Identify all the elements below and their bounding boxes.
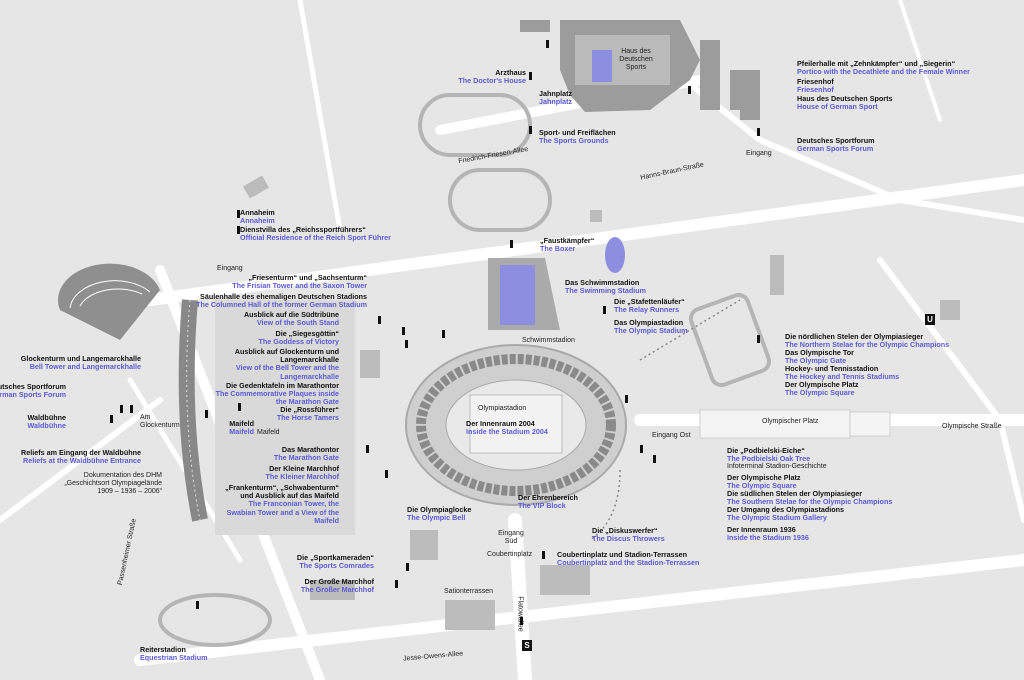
- schwimmstadion-label: Schwimmstadion: [522, 337, 575, 344]
- map-marker[interactable]: [378, 316, 381, 324]
- infoterminal-label: Infoterminal Stadion-Geschichte: [727, 463, 827, 470]
- eingang-west-label: Eingang: [217, 265, 243, 272]
- map-marker[interactable]: [510, 240, 513, 248]
- map-marker[interactable]: [625, 395, 628, 403]
- map-marker[interactable]: [757, 335, 760, 343]
- poi-faustkaempfer[interactable]: „Faustkämpfer“The Boxer: [540, 236, 595, 254]
- map-marker[interactable]: [402, 327, 405, 335]
- eingang-ost-label: Eingang Ost: [652, 432, 691, 439]
- poi-sportkameraden[interactable]: Die „Sportkameraden“The Sports Comrades: [296, 553, 374, 571]
- sationterrassen-label: Sationterrassen: [444, 588, 494, 595]
- map-marker[interactable]: [238, 403, 241, 411]
- map-marker[interactable]: [520, 617, 523, 625]
- map-marker[interactable]: [395, 580, 398, 588]
- map-marker[interactable]: [653, 455, 656, 463]
- map-marker[interactable]: [130, 405, 133, 413]
- u-bahn-icon: U: [925, 314, 935, 325]
- eingang-sued-label: Eingang Süd: [498, 530, 524, 545]
- poi-right-0[interactable]: Pfeilerhalle mit „Zehnkämpfer“ und „Sieg…: [797, 59, 970, 77]
- am-glockenturm-label: Am Glockenturm: [140, 414, 180, 429]
- eingang-north-label: Eingang: [746, 150, 772, 157]
- map-marker[interactable]: [640, 445, 643, 453]
- map-marker[interactable]: [237, 226, 240, 234]
- maifeld-plain-label: Maifeld: [257, 429, 280, 436]
- coubertinplatz-label: Coubertinplatz: [487, 551, 533, 558]
- poi-stafettenlaeufer[interactable]: Die „Stafettenläufer“The Relay Runners: [614, 297, 685, 315]
- map-marker[interactable]: [237, 210, 240, 218]
- flatowallee-label: Flatowallee: [516, 596, 524, 632]
- map-marker[interactable]: [546, 40, 549, 48]
- poi-ausblick-glockenturm[interactable]: Ausblick auf Glockenturm und Langemarckh…: [234, 347, 339, 381]
- map-marker[interactable]: [110, 415, 113, 423]
- poi-rossfuehrer[interactable]: Die „Rossführer“The Horse Tamers: [276, 405, 339, 423]
- map-marker[interactable]: [529, 126, 532, 134]
- map-marker[interactable]: [542, 551, 545, 559]
- map-marker[interactable]: [688, 86, 691, 94]
- poi-frankenturm[interactable]: „Frankenturm“, „Schwabenturm“ und Ausbli…: [225, 483, 339, 525]
- haus-plain-label: Haus des Deutschen Sports: [619, 48, 653, 71]
- map-marker[interactable]: [385, 470, 388, 478]
- map-marker[interactable]: [205, 410, 208, 418]
- olympische-strasse-label: Olympische Straße: [942, 423, 1002, 430]
- poi-right-8[interactable]: Die „Podbielski-Eiche“The Podbielski Oak…: [727, 446, 811, 464]
- map-marker[interactable]: [442, 330, 445, 338]
- map-marker[interactable]: [405, 340, 408, 348]
- olympiastadion-label: Olympiastadion: [478, 405, 527, 412]
- olympischer-platz-label: Olympischer Platz: [762, 418, 819, 425]
- map-marker[interactable]: [529, 72, 532, 80]
- map-marker[interactable]: [196, 601, 199, 609]
- map-marker[interactable]: [120, 405, 123, 413]
- poi-friesenturm[interactable]: „Friesenturm“ und „Sachsenturm“The Frisi…: [232, 273, 367, 291]
- map-marker[interactable]: [366, 445, 369, 453]
- poi-saeulenhalle[interactable]: Säulenhalle des ehemaligen Deutschen Sta…: [196, 292, 367, 310]
- map-marker[interactable]: [603, 306, 606, 314]
- map-marker[interactable]: [406, 563, 409, 571]
- s-bahn-icon: S: [522, 640, 532, 651]
- poi-siegesgoettin[interactable]: Die „Siegesgöttin“The Goddess of Victory: [258, 329, 339, 347]
- map-marker[interactable]: [757, 128, 760, 136]
- dhm-documentation-label: Dokumentation des DHM „Geschichtsort Oly…: [64, 472, 162, 495]
- poi-diskuswerfer[interactable]: Die „Diskuswerfer“The Discus Throwers: [592, 526, 665, 544]
- poi-dienstvilla[interactable]: Dienstvilla des „Reichssportführers“Offi…: [240, 225, 391, 243]
